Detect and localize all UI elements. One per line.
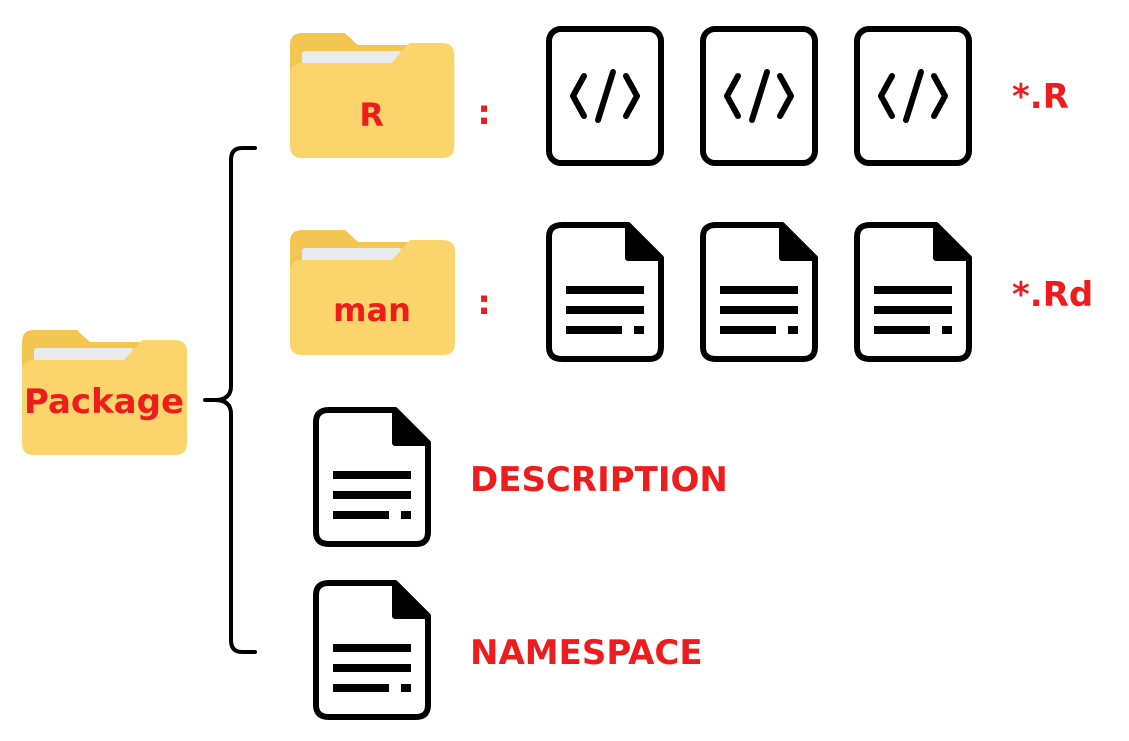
code-file-icon bbox=[857, 29, 969, 163]
description-label: DESCRIPTION bbox=[470, 460, 728, 500]
namespace-label: NAMESPACE bbox=[470, 633, 703, 673]
package-folder-label: Package bbox=[24, 382, 184, 422]
man-folder: man bbox=[290, 230, 455, 355]
description-file: DESCRIPTION bbox=[316, 410, 728, 544]
man-folder-label: man bbox=[333, 291, 411, 329]
man-extension-label: *.Rd bbox=[1012, 275, 1093, 315]
code-file-icon bbox=[549, 29, 661, 163]
document-icon bbox=[316, 583, 428, 717]
man-separator: : bbox=[477, 283, 491, 323]
document-icon bbox=[857, 225, 969, 359]
document-icon bbox=[703, 225, 815, 359]
document-icon bbox=[316, 410, 428, 544]
r-folder-label: R bbox=[359, 96, 384, 134]
namespace-file: NAMESPACE bbox=[316, 583, 703, 717]
r-folder: R bbox=[290, 33, 455, 158]
package-folder: Package bbox=[22, 330, 187, 455]
document-icon bbox=[549, 225, 661, 359]
r-extension-label: *.R bbox=[1012, 77, 1069, 117]
r-separator: : bbox=[477, 93, 491, 133]
tree-brace bbox=[203, 146, 257, 654]
code-file-icon bbox=[703, 29, 815, 163]
